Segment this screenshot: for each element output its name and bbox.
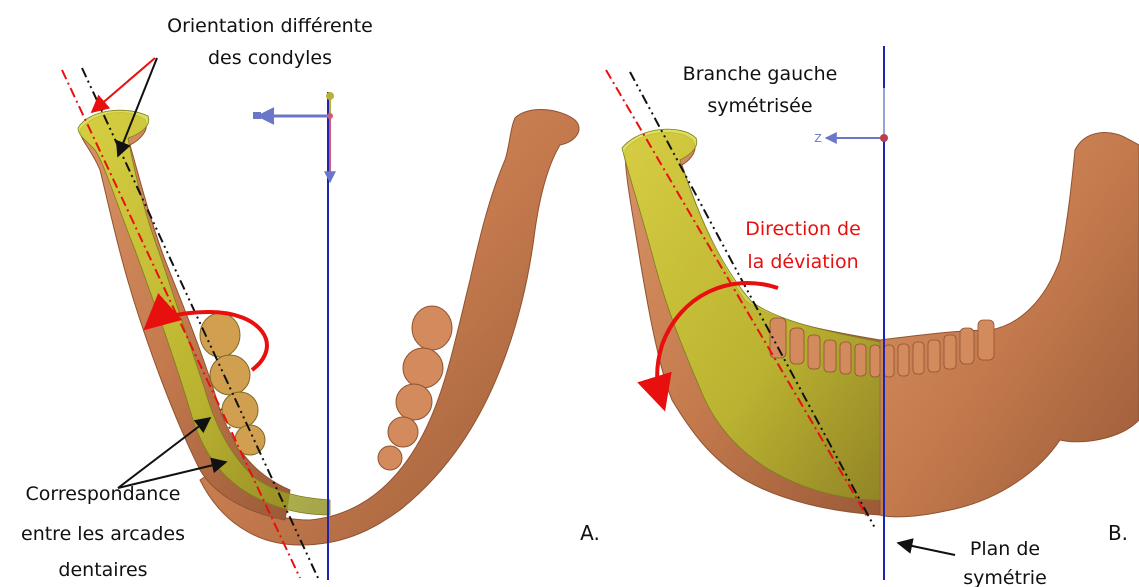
label-branch-line2: symétrisée [707,95,812,117]
panel-a: Orientation différente des condyles Corr… [21,15,600,581]
arrow-symmetry-plane [898,543,955,555]
axis-z-label: Z [814,132,822,145]
label-condyles-line2: des condyles [208,47,332,69]
label-deviation-line1: Direction de [745,218,861,240]
label-arcades-line2: entre les arcades [21,523,185,545]
axis-triad-icon: Z [814,88,888,145]
label-plane-line2: symétrie [963,567,1047,587]
label-arcades-line3: dentaires [58,559,147,581]
mandible-bone-b [880,133,1139,517]
label-condyles-line1: Orientation différente [167,15,373,37]
panel-b: Z Branche gauche symétrisée Direction de… [606,46,1139,587]
label-plane-line1: Plan de [970,538,1040,560]
label-branch-line1: Branche gauche [683,63,838,85]
label-deviation-line2: la déviation [747,251,858,273]
panel-letter-b: B. [1108,521,1128,545]
label-arcades-line1: Correspondance [26,483,181,505]
axis-triad-icon [253,92,334,182]
panel-letter-a: A. [580,521,600,545]
